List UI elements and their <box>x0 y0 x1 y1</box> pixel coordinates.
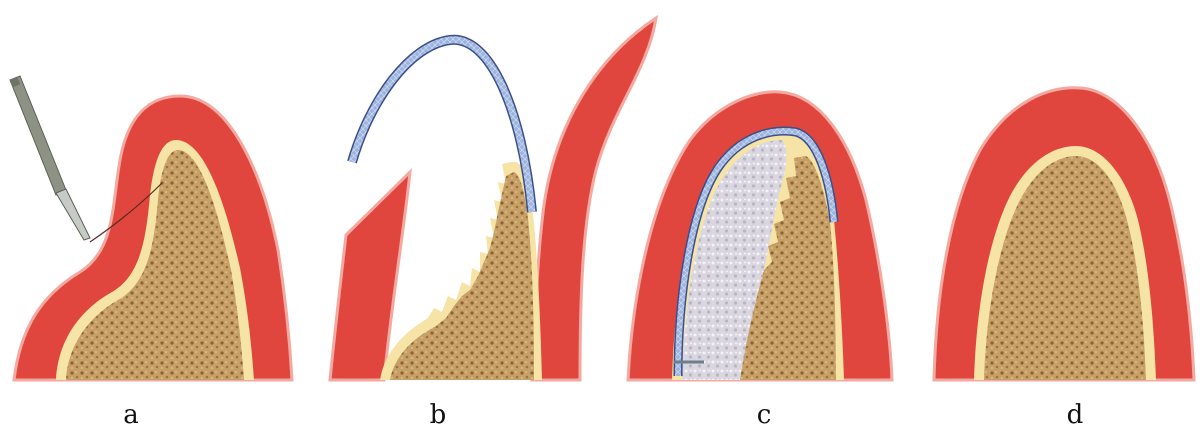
panel-label-b: b <box>418 400 458 430</box>
cancellous-bone <box>390 172 534 380</box>
panel-c-graft-placed <box>628 92 892 380</box>
scalpel-icon <box>10 76 90 240</box>
panel-a-incision <box>10 76 292 380</box>
panel-d-healed-ridge <box>934 88 1194 380</box>
panel-label-c: c <box>744 400 784 430</box>
panel-label-a: a <box>111 400 151 430</box>
panel-b-flap-and-membrane <box>330 18 656 380</box>
panel-label-d: d <box>1055 400 1095 430</box>
